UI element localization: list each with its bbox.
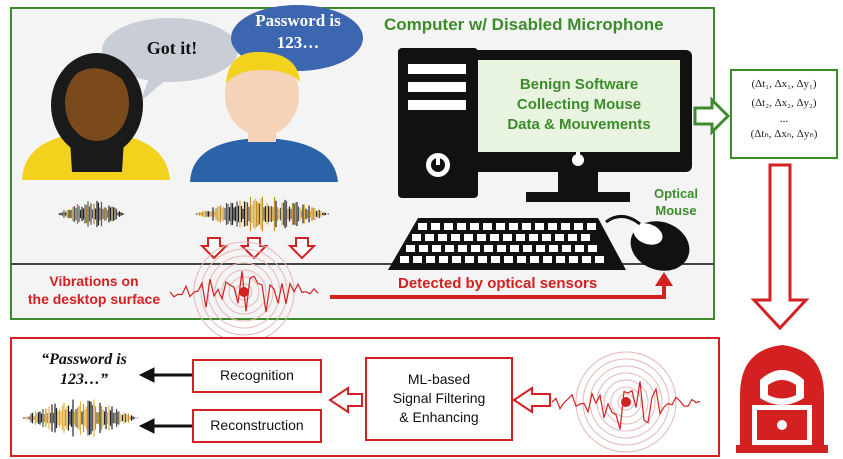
output-arrows bbox=[138, 367, 192, 434]
screen-line3: Data & Mouvements bbox=[507, 116, 651, 133]
bubble-left bbox=[102, 18, 238, 102]
data-row-2: (Δt₂, Δx₂, Δy₂) bbox=[751, 97, 817, 109]
data-row-1: (Δt₁, Δx₁, Δy₁) bbox=[751, 78, 817, 90]
bubble-right-text: Password is 123… bbox=[240, 10, 356, 54]
hacker-arrow bbox=[750, 163, 810, 331]
vibrations-label: Vibrations on the desktop surface bbox=[14, 272, 174, 308]
sound-wave-icon bbox=[22, 399, 139, 437]
vibration-wave-icon bbox=[551, 351, 701, 453]
vibration-wave-icon bbox=[169, 241, 319, 343]
computer-tower-icon bbox=[398, 48, 478, 198]
mouse-label-line2: Mouse bbox=[655, 203, 697, 218]
mouse-icon bbox=[605, 215, 690, 271]
data-row-3: ... bbox=[779, 113, 789, 125]
sound-wave-icon bbox=[195, 196, 330, 232]
data-box-frame bbox=[730, 69, 838, 159]
hacker-icon bbox=[736, 345, 828, 453]
sound-wave-icon bbox=[58, 200, 125, 228]
bubble-right-line1: Password is bbox=[255, 11, 341, 30]
ml-box bbox=[365, 357, 513, 441]
keyboard-icon bbox=[388, 218, 626, 270]
vibrations-line1: Vibrations on bbox=[49, 273, 139, 289]
woman-avatar-icon bbox=[22, 53, 170, 180]
bubble-left-text: Got it! bbox=[146, 38, 198, 58]
ml-line3: & Enhancing bbox=[399, 409, 479, 425]
signal-arrow bbox=[330, 272, 673, 299]
mouse-label: Optical Mouse bbox=[640, 185, 712, 219]
man-avatar-icon bbox=[190, 51, 338, 182]
quote-line1: “Password is bbox=[41, 351, 127, 368]
top-panel-title: Computer w/ Disabled Microphone bbox=[384, 15, 664, 34]
vibrations-line2: the desktop surface bbox=[27, 291, 161, 307]
screen-text: Benign Software Collecting Mouse Data & … bbox=[478, 75, 680, 135]
quote-text: “Password is 123…” bbox=[24, 350, 144, 390]
recognition-box bbox=[192, 359, 322, 393]
ml-label: ML-based Signal Filtering & Enhancing bbox=[366, 370, 512, 427]
quote-line2: 123…” bbox=[60, 371, 108, 388]
mouse-label-line1: Optical bbox=[653, 186, 699, 201]
recognition-label: Recognition bbox=[220, 367, 294, 383]
ml-line2: Signal Filtering bbox=[392, 390, 486, 406]
detected-label: Detected by optical sensors bbox=[398, 275, 598, 292]
ml-line1: ML-based bbox=[407, 371, 471, 387]
data-arrow bbox=[693, 96, 731, 136]
reconstruction-label: Reconstruction bbox=[210, 417, 304, 433]
screen-line2: Collecting Mouse bbox=[516, 96, 642, 113]
data-row-4: (Δtₙ, Δxₙ, Δyₙ) bbox=[750, 128, 818, 140]
reconstruction-box bbox=[192, 409, 322, 443]
monitor-icon bbox=[466, 50, 692, 202]
screen-line1: Benign Software bbox=[519, 76, 639, 93]
bubble-right-line2: 123… bbox=[276, 33, 320, 52]
data-box-text: (Δt₁, Δx₁, Δy₁) (Δt₂, Δx₂, Δy₂) ... (Δtₙ… bbox=[731, 75, 837, 144]
process-arrows bbox=[328, 386, 551, 414]
